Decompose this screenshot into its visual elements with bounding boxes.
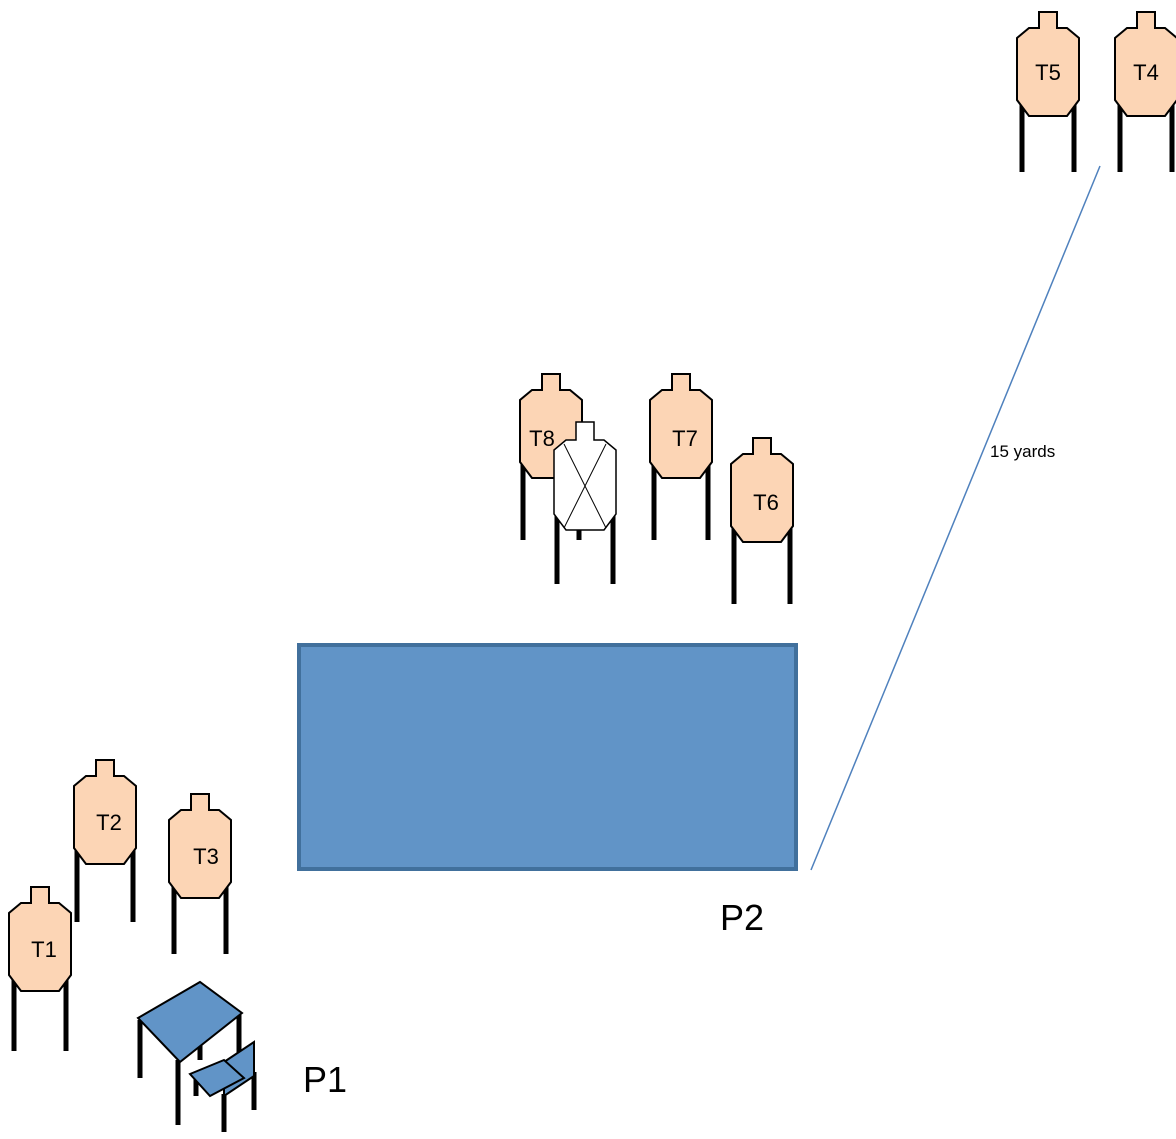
barrier-wall — [297, 643, 798, 871]
target-label-t2: T2 — [96, 810, 122, 835]
target-label-t6: T6 — [753, 490, 779, 515]
target-t5: T5 — [1016, 11, 1080, 172]
target-t6: T6 — [730, 437, 794, 604]
target-t2: T2 — [73, 759, 137, 922]
distance-line — [810, 165, 1101, 871]
position-p1-label: P1 — [303, 1059, 347, 1100]
target-label-t8: T8 — [529, 426, 555, 451]
target-label-t5: T5 — [1035, 60, 1061, 85]
distance-marker: 15 yards — [810, 165, 1101, 871]
target-label-t7: T7 — [672, 426, 698, 451]
target-label-t4: T4 — [1133, 60, 1159, 85]
target-label-t3: T3 — [193, 844, 219, 869]
target-t7: T7 — [649, 373, 713, 540]
chair-seat — [188, 1058, 246, 1098]
position-p2-label: P2 — [720, 897, 764, 938]
no-shoot-target — [553, 421, 617, 584]
distance-label: 15 yards — [990, 442, 1055, 461]
chair — [188, 1040, 257, 1132]
target-t1: T1 — [8, 886, 72, 1051]
no-shoot-cross-line-b — [563, 443, 607, 529]
target-label-t1: T1 — [31, 937, 57, 962]
table-top — [136, 980, 244, 1064]
target-t3: T3 — [168, 793, 232, 954]
target-t4: T4 — [1114, 11, 1176, 172]
